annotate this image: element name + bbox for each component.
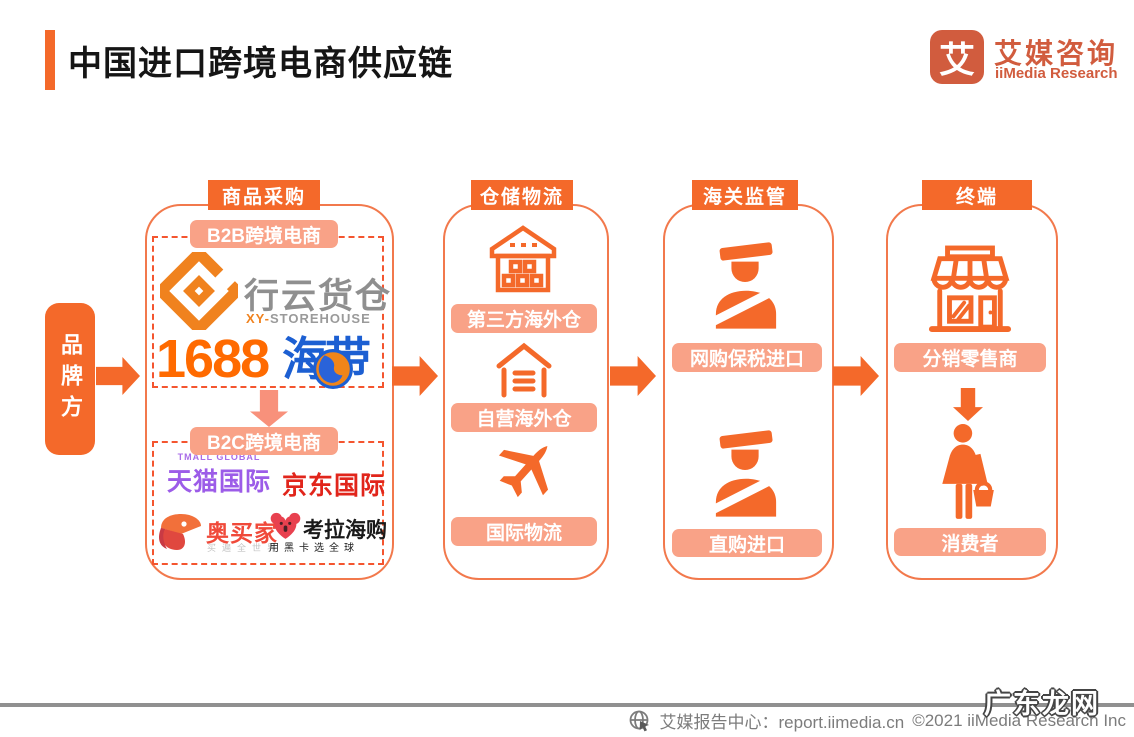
page-title: 中国进口跨境电商供应链 [68,45,453,83]
flow-arrow-icon [96,357,140,395]
xy-storehouse-icon [160,252,238,330]
footer-report-center: 艾媒报告中心：report.iimedia.cn [659,713,905,732]
b2b-label-pill: B2B跨境电商 [190,220,338,248]
aomai-toucan-icon [159,514,201,550]
column-header-customs: 海关监管 [692,180,798,210]
pill-consumer: 消费者 [894,528,1046,556]
customs-officer-icon [712,242,780,329]
haidai-globe-icon [313,349,353,389]
watermark: 广东龙网 [984,689,1100,719]
xy-en-prefix: XY- [246,311,270,326]
logo-tmall-global: TMALL GLOBAL 天猫国际 [158,452,280,498]
column-header-warehousing: 仓储物流 [471,180,573,210]
footer-copyright: ©2021 iiMedia Research Inc [912,710,1126,730]
title-accent-bar [45,30,55,90]
footer-divider [0,703,1134,707]
pill-self-operated-warehouse: 自营海外仓 [451,403,597,432]
column-header-terminal: 终端 [922,180,1032,210]
customs-officer-icon [712,430,780,517]
brand-label: 品牌方 [58,332,83,426]
tmall-main-label: 天猫国际 [166,468,271,496]
pill-direct-import: 直购进口 [672,529,822,557]
storefront-icon [928,245,1012,332]
pill-international-logistics: 国际物流 [451,517,597,546]
xy-storehouse-en: XY-STOREHOUSE [246,311,371,326]
pill-bonded-import: 网购保税进口 [672,343,822,372]
kaola-label: 考拉海购 [303,519,387,542]
xy-storehouse-name: 行云货仓 [244,277,393,316]
consumer-icon [942,424,994,519]
pill-third-party-warehouse: 第三方海外仓 [451,304,597,333]
tmall-sub-label: TMALL GLOBAL [177,452,261,462]
logo-haidai: 海带 [282,336,1134,389]
house-warehouse-icon [496,342,552,398]
brand-node: 品牌方 [45,303,95,455]
logo-jd-worldwide: 京东国际 [282,472,387,500]
logo-1688: 1688 [156,329,270,389]
column-header-procurement: 商品采购 [208,180,320,210]
logo-name-cn: 艾媒咨询 [994,38,1119,69]
pill-distributor-retailer: 分销零售商 [894,343,1046,372]
globe-cursor-icon [629,710,649,731]
warehouse-icon [489,225,557,293]
xy-en-rest: STOREHOUSE [269,311,371,326]
iimedia-logo-icon: 艾 [930,30,984,84]
logo-name-en: iiMedia Research [995,65,1118,82]
kaola-koala-icon [270,512,301,539]
aomai-label: 奥买家 [206,520,278,546]
footer: 艾媒报告中心：report.iimedia.cn ©2021 iiMedia R… [628,708,1126,733]
kaola-slogan: 用黑卡选全球 [269,543,359,554]
airplane-icon [498,446,549,498]
aomai-slogan: 买遍全世界 [207,543,283,553]
logo-glyph: 艾 [938,39,975,80]
b2c-label-pill: B2C跨境电商 [190,427,338,455]
